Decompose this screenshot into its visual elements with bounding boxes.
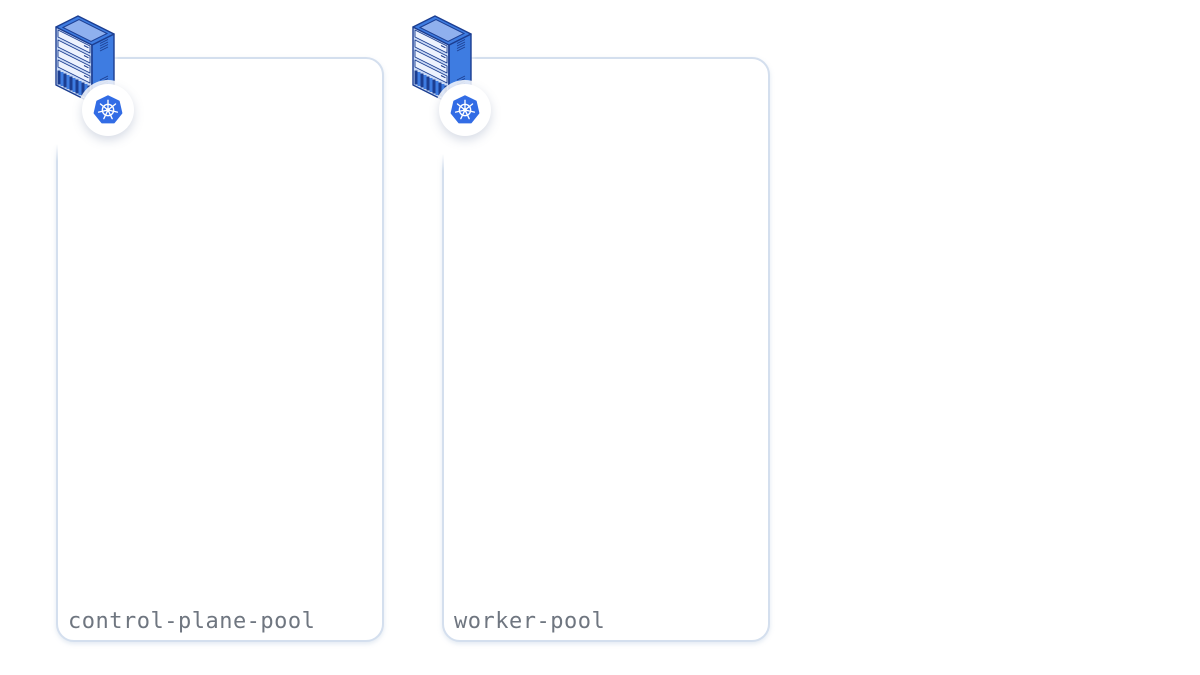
pool-label: worker-pool bbox=[454, 609, 606, 634]
server-icon bbox=[412, 15, 472, 104]
pool-control-plane[interactable]: control-plane-pool bbox=[50, 15, 384, 642]
server-icon-group[interactable] bbox=[412, 8, 546, 148]
kubernetes-badge bbox=[82, 84, 134, 136]
kubernetes-icon bbox=[450, 95, 480, 124]
pool-label: control-plane-pool bbox=[68, 609, 316, 634]
server-icon-group[interactable] bbox=[55, 8, 189, 148]
kubernetes-icon bbox=[93, 95, 123, 124]
border-mask bbox=[50, 83, 66, 161]
kubernetes-badge bbox=[439, 84, 491, 136]
pool-worker[interactable]: worker-pool bbox=[412, 15, 770, 642]
